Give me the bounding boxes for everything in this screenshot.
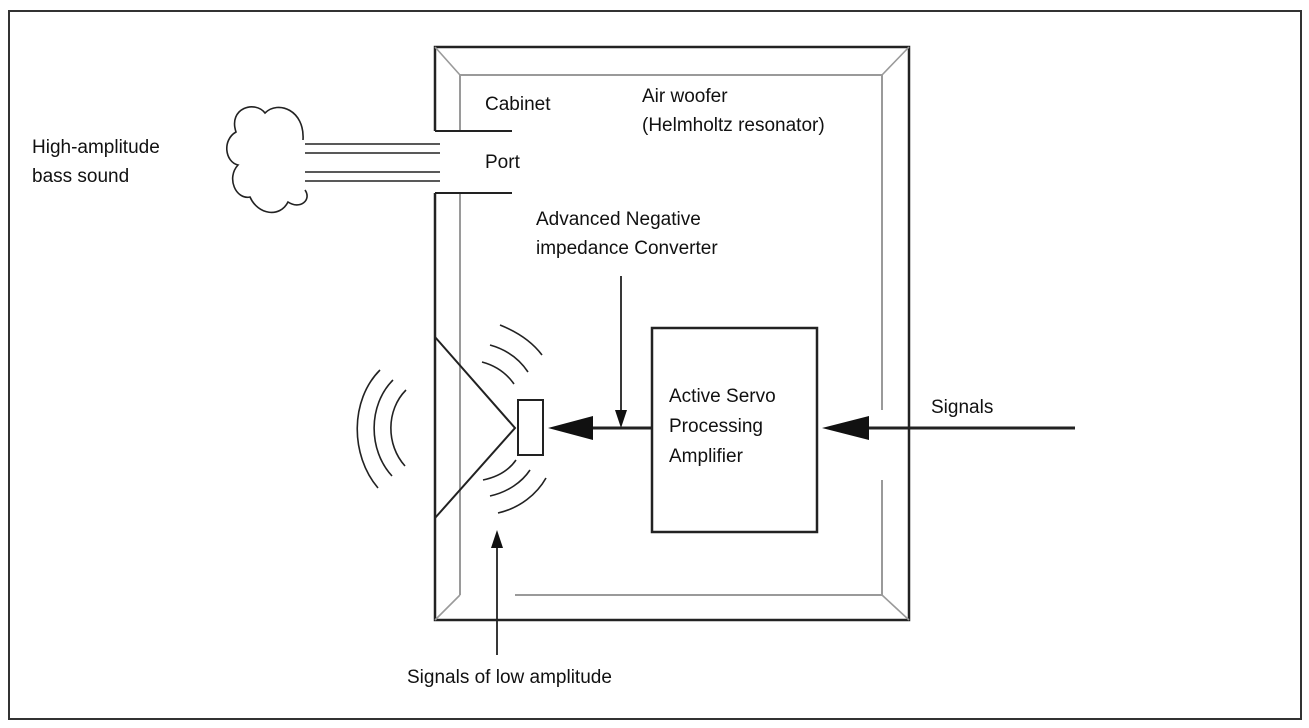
inner-sound-waves-upper: [481, 324, 543, 385]
speaker-cone: [434, 336, 517, 519]
amplifier-label-line1: Active Servo: [669, 386, 776, 407]
bass-sound-cloud: [226, 106, 308, 214]
amplifier-label-line2: Processing: [669, 416, 763, 437]
air-woofer-label-line2: (Helmholtz resonator): [642, 115, 825, 136]
arrow-anic: [615, 276, 627, 428]
anic-label-line1: Advanced Negative: [536, 209, 701, 230]
port-label: Port: [485, 152, 521, 173]
signals-label: Signals: [931, 397, 993, 418]
port-tube: [435, 130, 512, 194]
figure-border: [8, 10, 1302, 720]
cabinet-label: Cabinet: [485, 94, 551, 115]
high-amplitude-label-line2: bass sound: [32, 166, 129, 187]
inner-sound-waves-lower: [482, 459, 547, 514]
low-amplitude-label: Signals of low amplitude: [407, 667, 612, 688]
air-woofer-label-line1: Air woofer: [642, 86, 728, 107]
anic-label-line2: impedance Converter: [536, 238, 718, 259]
amplifier-label-line3: Amplifier: [669, 446, 744, 467]
arrow-amplifier-to-coil: [548, 416, 652, 440]
amplifier-box: [650, 326, 819, 534]
high-amplitude-label-line1: High-amplitude: [32, 137, 160, 158]
cabinet-frame: [433, 45, 911, 622]
arrow-low-amplitude: [491, 530, 503, 655]
bass-sound-lines: [305, 143, 440, 182]
voice-coil: [517, 399, 544, 456]
arrow-signals-in: [822, 416, 1075, 440]
outer-sound-waves: [356, 369, 407, 489]
